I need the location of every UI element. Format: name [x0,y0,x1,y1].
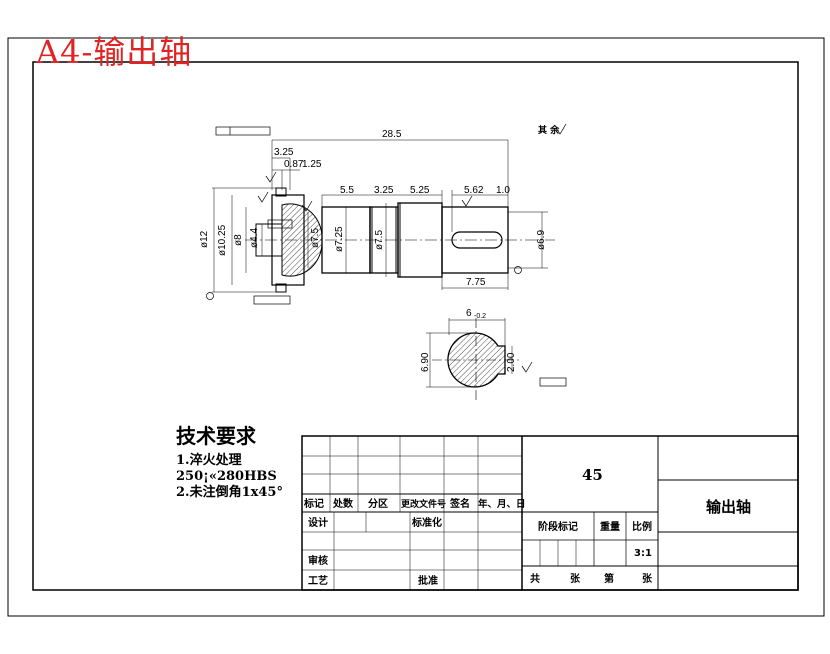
dim-key-len: 7.75 [466,277,486,288]
tb-part-name: 输出轴 [706,498,751,516]
section-circle-hatch [447,332,506,388]
section-tolerance-frame [539,377,567,387]
dim-dia-8: ø8 [233,234,244,246]
dim-sec-height: 6.90 [420,352,431,372]
tb-num: 第 [604,572,614,585]
tb-material: 45 [582,466,603,484]
dim-dia-4-4: ø4.4 [249,228,260,248]
tb-design: 设计 [308,516,328,529]
tb-review: 审核 [308,554,328,567]
sheet-title: A4-输出轴 [36,33,193,71]
tech-line-3: 2.未注倒角1x45° [176,485,283,500]
tech-heading: 技术要求 [176,424,256,448]
outer-border [7,37,825,617]
roughness-note: 其 余 [538,124,560,136]
dim-s4: 5.62 [464,185,484,196]
tb-sheets2: 张 [642,572,653,585]
shaft-main-view [206,123,567,305]
flange-bottom-chamfer [275,283,287,293]
technical-requirements: 技术要求 1.淬火处理 250¡«280HBS 2.未注倒角1x45° [176,420,283,501]
dim-dia-7-5b: ø7.5 [374,230,385,250]
shaft-section-view [426,318,567,402]
tb-sheets: 张 [570,572,581,585]
dim-d3: 1.25 [302,159,322,170]
tb-zone: 分区 [368,497,388,510]
tolerance-frame-top [215,126,271,136]
tb-ratio: 比例 [632,520,652,533]
dim-sec-width-tol: -0.2 [474,313,486,320]
dim-s5: 1.0 [496,185,510,196]
tb-count: 处数 [332,497,354,510]
dim-sec-width: 6 [466,308,472,319]
tb-weight: 重量 [600,520,620,533]
dim-s1: 5.5 [340,185,354,196]
inner-frame [32,61,799,591]
dim-overall-length: 28.5 [382,129,402,140]
dim-s2: 3.25 [374,185,394,196]
tb-scale: 3:1 [634,548,652,559]
dim-dia-6-9: ø6.9 [536,230,547,250]
tb-process: 工艺 [308,574,328,587]
tb-total: 共 [530,572,540,585]
flange-top-chamfer [275,187,287,197]
title-block [301,435,799,591]
tb-standardize: 标准化 [411,516,442,529]
tb-sign: 签名 [449,497,470,510]
dim-dia-10-25: ø10.25 [217,224,228,256]
tb-stage-mark: 阶段标记 [538,520,578,533]
dim-s3: 5.25 [410,185,430,196]
tb-date: 年、月、日 [478,498,526,510]
tech-line-1: 1.淬火处理 [176,453,242,468]
dim-dia-7-5a: ø7.5 [310,228,321,248]
tolerance-frame-mid [267,219,293,229]
keyway-slot [451,231,503,249]
tb-approve: 批准 [418,574,438,587]
tech-line-2: 250¡«280HBS [176,469,277,484]
dim-dia-7-25: ø7.25 [334,226,345,252]
shaft-step-4 [441,206,509,274]
dim-sec-key: 2.00 [506,352,517,372]
tb-mark: 标记 [303,497,324,510]
tolerance-frame-bottom [253,295,291,305]
dim-d1: 3.25 [274,147,294,158]
dim-dia-12: ø12 [199,230,210,248]
hub-bore [255,223,283,257]
tb-doc-no: 更改文件号 [401,498,446,510]
dim-d2: 0.87 [284,159,304,170]
